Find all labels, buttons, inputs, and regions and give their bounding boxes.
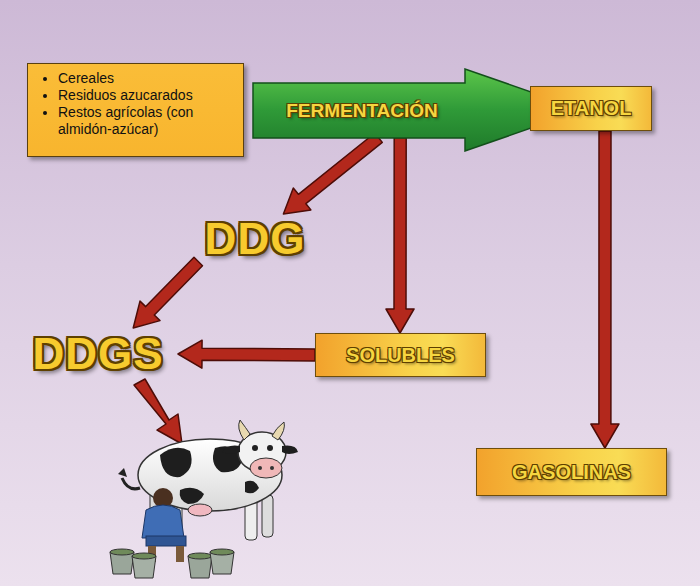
arrow-body xyxy=(133,257,202,328)
feed-arrow xyxy=(134,379,182,444)
list-item: Cereales xyxy=(58,70,235,87)
arrow-body xyxy=(386,138,414,333)
arrow-body xyxy=(591,131,619,448)
flow-arrow xyxy=(283,133,382,214)
input-box: CerealesResiduos azucaradosRestos agríco… xyxy=(27,63,244,157)
list-item: Residuos azucarados xyxy=(58,87,235,104)
flow-arrow xyxy=(386,138,414,333)
flow-arrow xyxy=(591,131,619,448)
node-label: DDG xyxy=(205,214,306,264)
product-box: SOLUBLES xyxy=(315,333,486,377)
product-label: DDGS xyxy=(18,328,178,380)
node-label: SOLUBLES xyxy=(346,344,455,367)
arrow-body xyxy=(283,133,382,214)
process-label: FERMENTACIÓN xyxy=(286,100,438,122)
product-box: ETANOL xyxy=(530,86,652,131)
product-label: DDG xyxy=(191,214,320,264)
buckets-illustration xyxy=(110,549,234,578)
flow-arrow xyxy=(178,340,315,368)
node-label: ETANOL xyxy=(551,97,632,120)
arrow-body xyxy=(178,340,315,368)
node-label: DDGS xyxy=(32,329,163,379)
node-label: GASOLINAS xyxy=(512,461,631,484)
farmer-illustration xyxy=(142,488,186,562)
product-box: GASOLINAS xyxy=(476,448,667,496)
flow-arrow xyxy=(133,257,202,328)
list-item: Restos agrícolas (con almidón-azúcar) xyxy=(58,104,235,138)
bullet-list: CerealesResiduos azucaradosRestos agríco… xyxy=(38,70,235,138)
arrow-label-area: FERMENTACIÓN xyxy=(252,83,472,138)
cow-illustration xyxy=(118,420,298,540)
